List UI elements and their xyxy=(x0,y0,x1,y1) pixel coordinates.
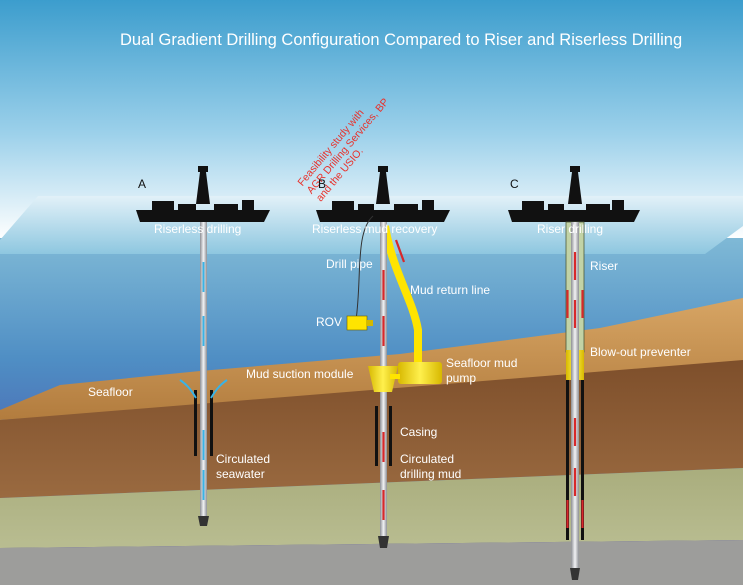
ship-b xyxy=(316,166,450,222)
circulated-seawater-label: Circulated seawater xyxy=(216,452,271,481)
rov-pod xyxy=(367,320,373,326)
drill-pipe-label: Drill pipe xyxy=(326,257,373,271)
rov-tether xyxy=(355,215,374,321)
casing-label: Casing xyxy=(400,425,438,439)
seafloor-mud-pump-label: Seafloor mud pump xyxy=(446,356,518,385)
mud-return-line xyxy=(381,225,422,368)
casing-a-left xyxy=(194,390,197,456)
brown-formation xyxy=(0,360,743,498)
panel-c-letter: C xyxy=(510,177,519,191)
casing-c-left xyxy=(566,380,569,540)
rov-label: ROV xyxy=(316,315,343,329)
casing-c-right xyxy=(581,380,584,540)
panel-a-name: Riserless drilling xyxy=(154,222,242,236)
casing-b-right xyxy=(389,406,392,466)
grey-formation xyxy=(0,540,743,585)
drill-pipe-a xyxy=(200,222,207,518)
circulated-drilling-mud-label: Circulated drilling mud xyxy=(400,452,462,481)
panel-b-name: Riserless mud recovery xyxy=(312,222,438,236)
mud-suction-module-label: Mud suction module xyxy=(246,367,354,381)
bit-c xyxy=(570,568,580,580)
blow-out-preventer-label: Blow-out preventer xyxy=(590,345,691,359)
bit-a xyxy=(198,516,209,526)
riser-label: Riser xyxy=(590,259,619,273)
bit-b xyxy=(378,536,389,548)
panel-b-letter: B xyxy=(318,177,327,191)
green-formation xyxy=(0,468,743,548)
suction-module xyxy=(368,366,398,392)
diagram-title: Dual Gradient Drilling Configuration Com… xyxy=(120,31,683,49)
rov-body xyxy=(346,315,368,331)
seafloor-mud-pump xyxy=(398,362,442,384)
seawater-arrows-a xyxy=(179,262,228,500)
casing-b-left xyxy=(375,406,378,466)
ship-a xyxy=(136,166,270,222)
ship-c xyxy=(508,166,640,222)
pump-link xyxy=(390,374,400,379)
drill-pipe-c xyxy=(571,222,579,570)
mud-arrows-b xyxy=(382,239,406,520)
mud-return-line-label: Mud return line xyxy=(410,283,491,297)
casing-a-right xyxy=(210,390,213,456)
mud-arrows-c xyxy=(566,252,584,528)
seafloor-sediment xyxy=(0,298,743,420)
panel-a-letter: A xyxy=(138,177,147,191)
seafloor-label: Seafloor xyxy=(88,385,133,399)
panel-c-name: Riser drilling xyxy=(537,222,604,236)
